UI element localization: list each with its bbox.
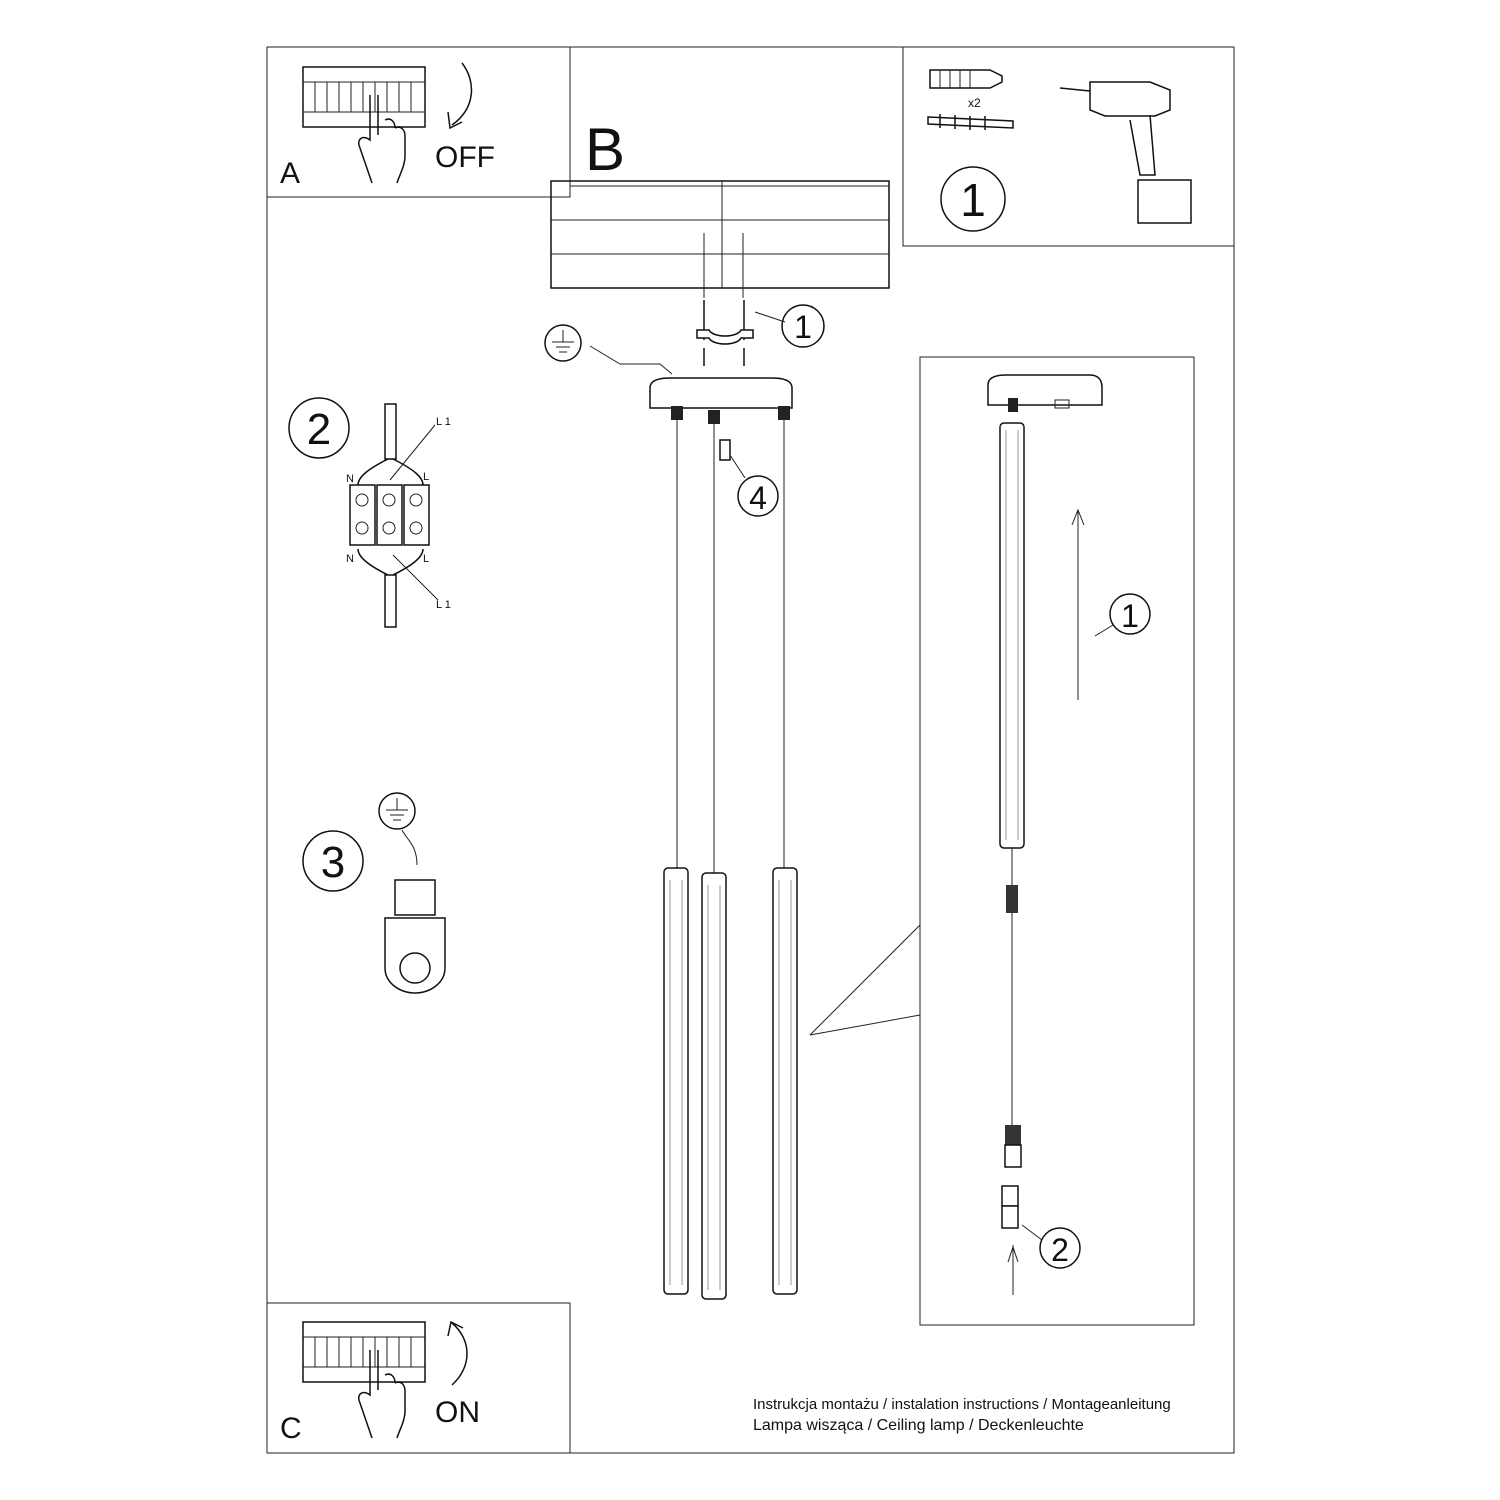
panel-a-power-off: A OFF <box>266 46 571 198</box>
pendant-tube <box>663 867 689 1295</box>
wire-label-neutral: N <box>346 473 354 485</box>
step-number: 1 <box>1121 598 1139 634</box>
arrow-down-icon <box>447 62 473 130</box>
panel-letter: C <box>280 1412 302 1445</box>
step-number: 4 <box>749 480 767 516</box>
wire-label-live: L <box>423 553 429 565</box>
page-frame <box>266 46 1235 1454</box>
arrow-up-icon <box>1007 1245 1019 1295</box>
wiring-terminal-diagram: 2 N N L L L 1 L 1 <box>288 397 451 628</box>
ground-symbol-icon <box>544 324 673 375</box>
inset-detail: 1 2 <box>919 356 1195 1326</box>
power-action-label: ON <box>435 1396 480 1429</box>
drill-icon <box>1059 81 1192 224</box>
ceiling-canopy: 4 <box>649 377 793 517</box>
wire-label-neutral: N <box>346 553 354 565</box>
pendant-tube <box>701 872 727 1300</box>
pendant-tube <box>999 422 1025 849</box>
panel-tools: x2 1 <box>902 46 1235 247</box>
footer-subtitle: Lampa wisząca / Ceiling lamp / Deckenleu… <box>753 1417 1084 1434</box>
hand-icon <box>358 1350 406 1439</box>
quantity-label: x2 <box>968 96 981 110</box>
ceiling-drawing <box>550 47 890 298</box>
panel-letter: B <box>585 116 625 183</box>
step-number: 1 <box>960 174 986 226</box>
step-number: 3 <box>321 838 345 887</box>
screw-icon <box>927 114 1014 130</box>
arrow-up-icon <box>1071 508 1085 700</box>
wire-label-live: L <box>423 471 429 483</box>
wall-plug-icon <box>929 69 1003 89</box>
ground-connection-diagram: 3 <box>302 792 446 994</box>
pendant-lamps <box>663 420 798 1300</box>
arrow-up-icon <box>447 1320 468 1386</box>
zoom-callout-lines <box>809 924 921 1036</box>
panel-c-power-on: C ON <box>266 1302 571 1454</box>
mounting-bracket: 1 <box>696 300 825 366</box>
step-number: 1 <box>794 309 812 345</box>
breaker-box-icon <box>302 1321 426 1383</box>
panel-letter: A <box>280 157 300 190</box>
step-number: 2 <box>1051 1232 1069 1268</box>
wire-label-line1: L 1 <box>436 599 451 611</box>
power-action-label: OFF <box>435 141 495 174</box>
pendant-tube <box>772 867 798 1295</box>
footer-title: Instrukcja montażu / instalation instruc… <box>753 1396 1171 1413</box>
step-number: 2 <box>307 405 331 454</box>
wire-label-line1: L 1 <box>436 416 451 428</box>
ground-symbol-icon <box>378 792 416 830</box>
hand-icon <box>358 95 406 184</box>
breaker-box-icon <box>302 66 426 128</box>
